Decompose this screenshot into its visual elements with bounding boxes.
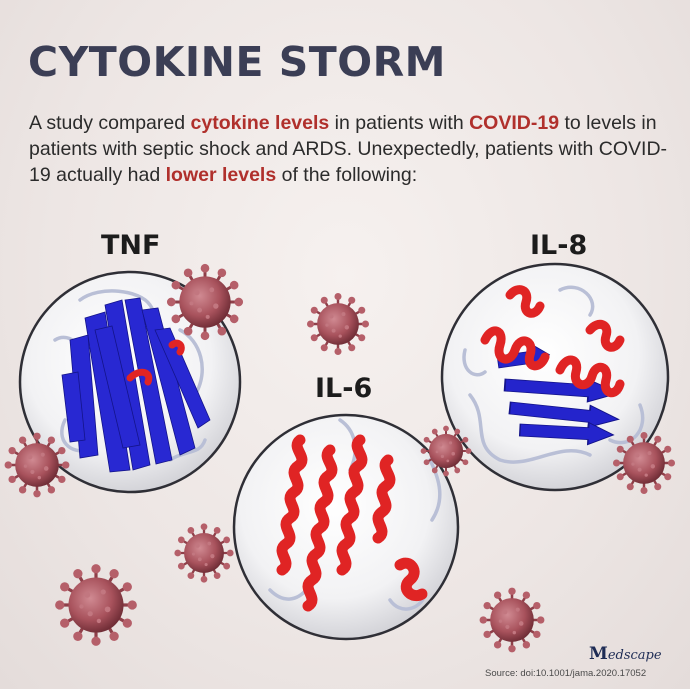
il6-label: IL-6 xyxy=(315,373,373,404)
intro-paragraph: A study compared cytokine levels in pati… xyxy=(29,110,679,188)
il6-protein-sphere xyxy=(232,413,460,641)
highlight-lower-levels: lower levels xyxy=(165,164,277,186)
intro-text: A study compared xyxy=(29,112,191,134)
tnf-protein-sphere xyxy=(18,270,242,494)
virus-icon xyxy=(173,522,235,584)
il8-label: IL-8 xyxy=(530,230,588,261)
intro-text: to levels in patients with septic shock … xyxy=(29,112,668,186)
il8-protein-sphere xyxy=(440,262,670,492)
highlight-covid-19: COVID-19 xyxy=(469,112,560,134)
medscape-logo: Medscape xyxy=(589,644,662,664)
source-citation: Source: doi:10.1001/jama.2020.17052 xyxy=(485,668,647,679)
virus-icon xyxy=(305,291,371,357)
logo-rest: edscape xyxy=(607,648,662,663)
intro-text: in patients with xyxy=(329,112,470,134)
highlight-cytokine-levels: cytokine levels xyxy=(190,112,330,134)
virus-icon xyxy=(53,562,139,648)
intro-text: of the following: xyxy=(276,164,418,186)
logo-initial: M xyxy=(589,644,608,664)
tnf-label: TNF xyxy=(101,230,161,261)
page-title: CYTOKINE STORM xyxy=(28,38,446,86)
virus-icon xyxy=(478,586,546,654)
